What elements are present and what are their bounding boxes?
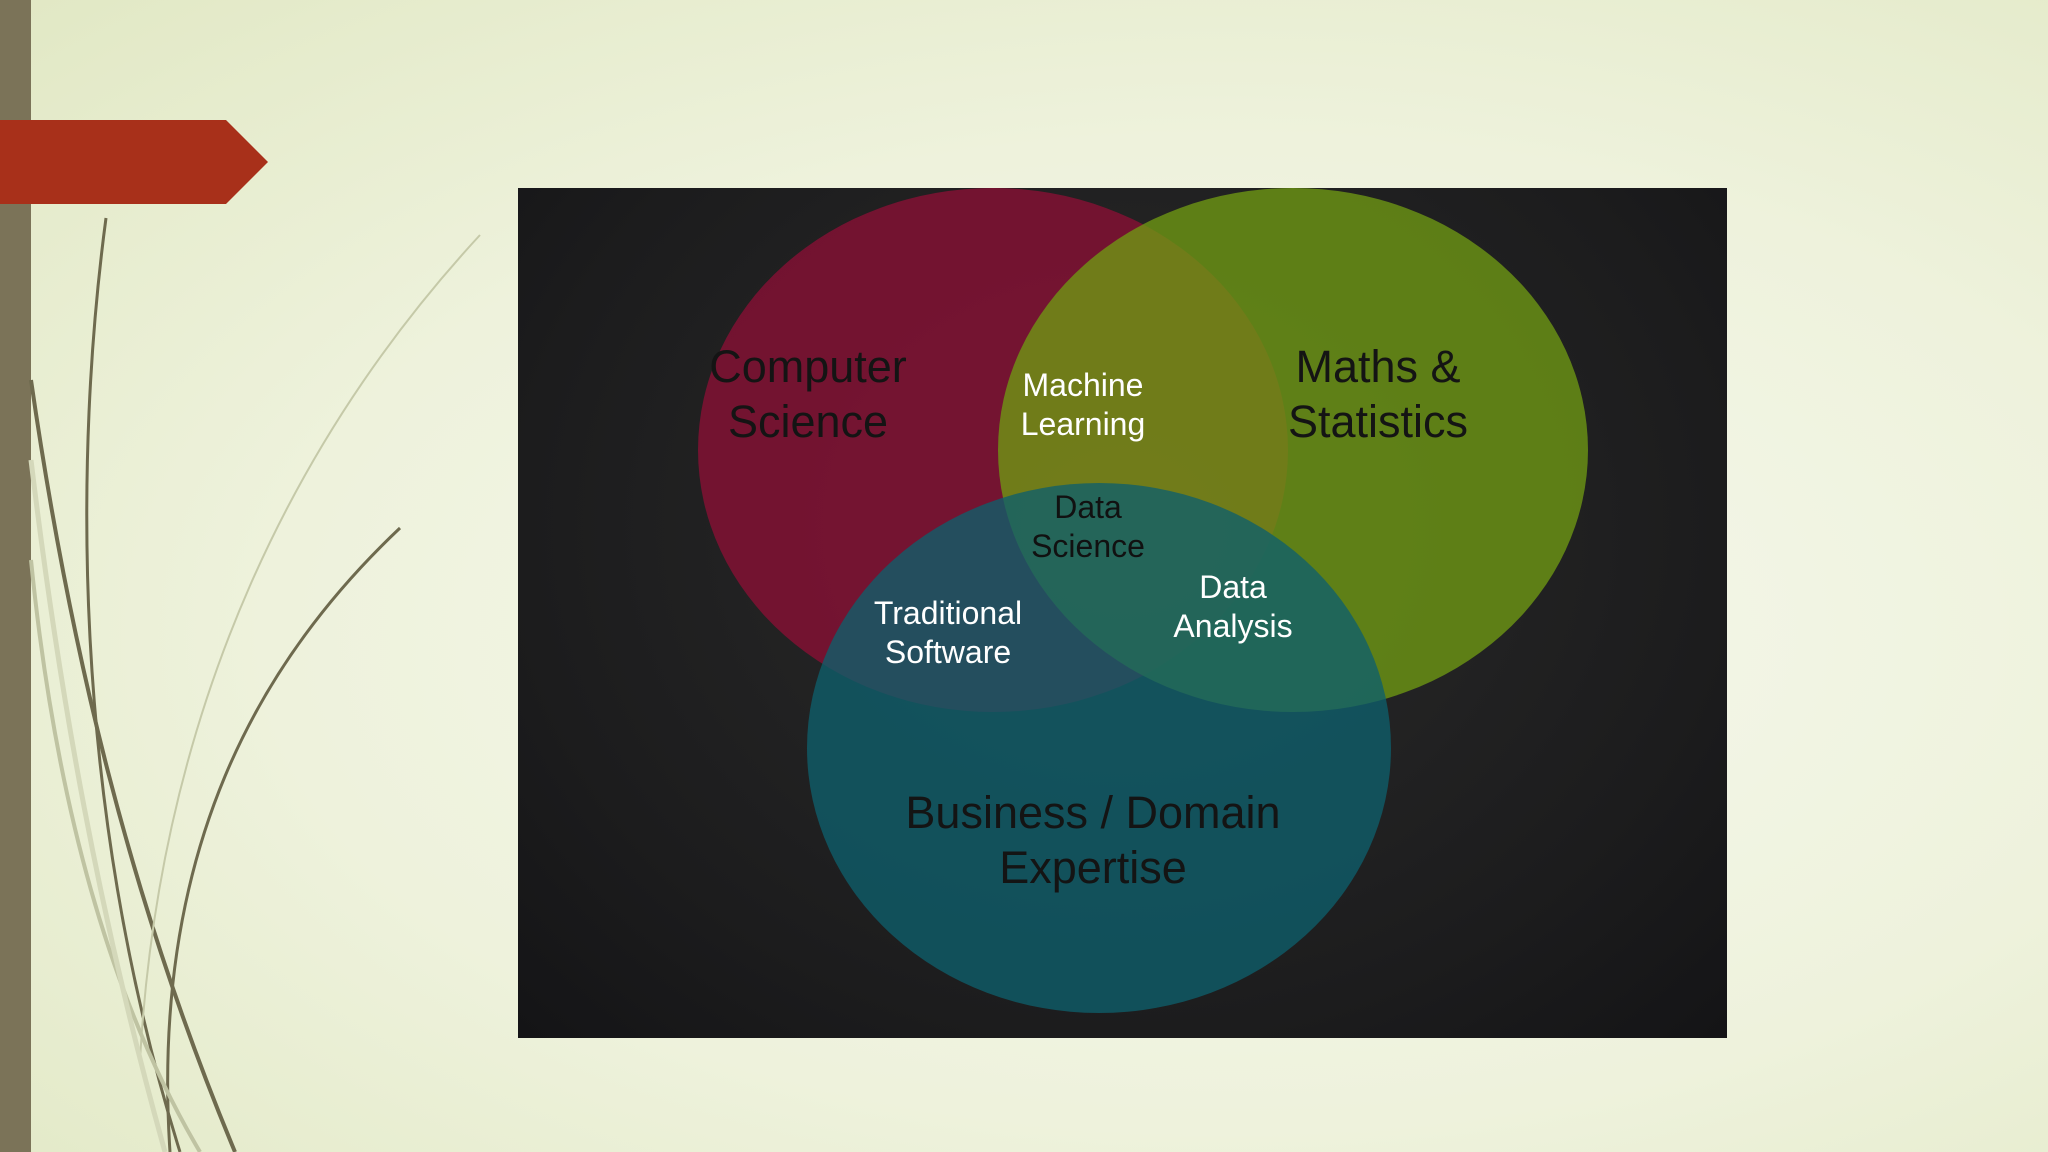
label-traditional-software: Traditional Software: [838, 594, 1058, 672]
label-data-science: Data Science: [988, 488, 1188, 566]
venn-diagram: [518, 188, 1727, 1038]
venn-diagram-panel: Computer Science Maths & Statistics Busi…: [518, 188, 1727, 1038]
label-machine-learning: Machine Learning: [983, 366, 1183, 444]
label-business-domain-expertise: Business / Domain Expertise: [868, 786, 1318, 896]
label-maths-statistics: Maths & Statistics: [1238, 340, 1518, 450]
decorative-curves: [0, 0, 520, 1152]
label-data-analysis: Data Analysis: [1133, 568, 1333, 646]
label-computer-science: Computer Science: [668, 340, 948, 450]
